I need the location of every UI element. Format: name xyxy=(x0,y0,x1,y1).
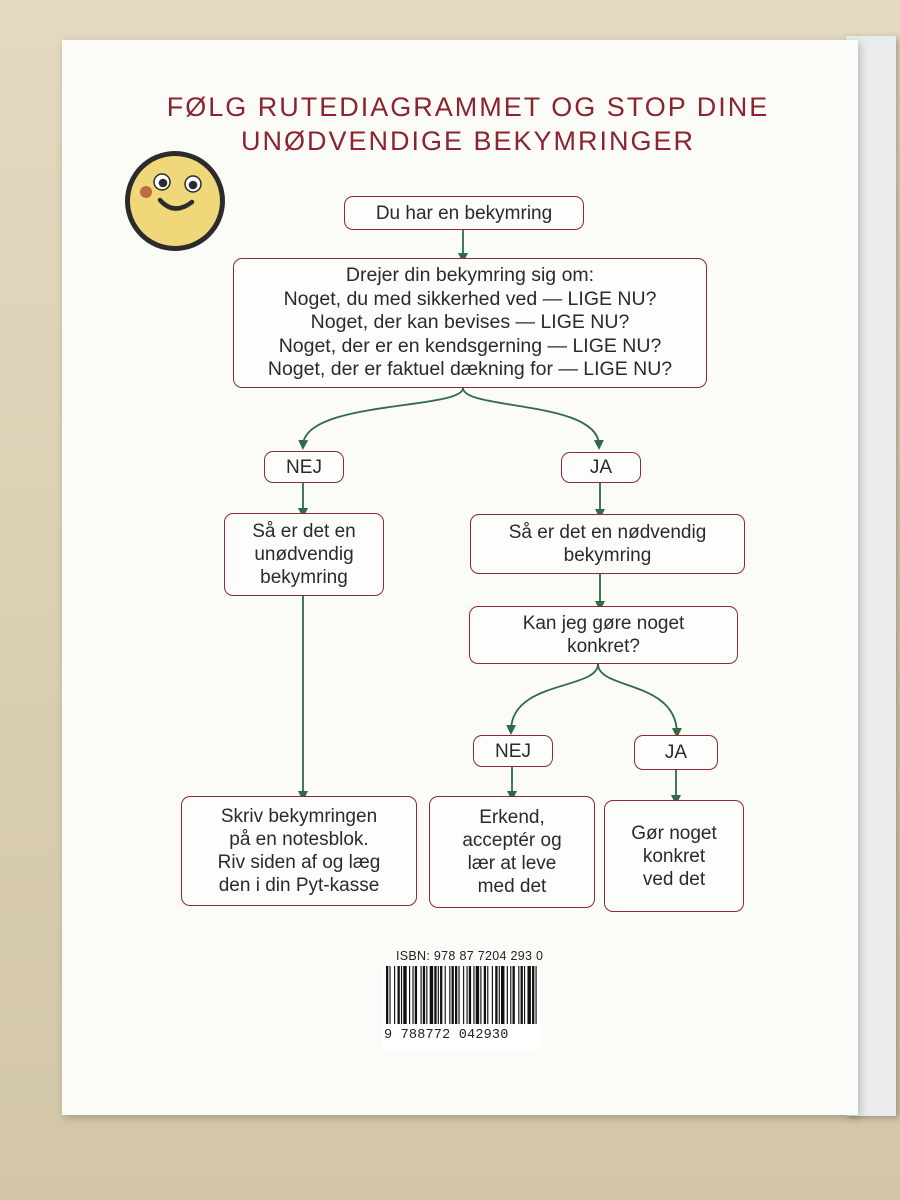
action-line: ved det xyxy=(642,868,706,890)
barcode-bar xyxy=(451,966,454,1024)
barcode-bar xyxy=(524,966,526,1024)
barcode-bar xyxy=(394,966,396,1024)
accept-it-box: Erkend, acceptér og lær at leve med det xyxy=(429,796,595,908)
barcode-bar xyxy=(440,966,443,1024)
barcode-bar xyxy=(409,966,411,1024)
ja-label-box: JA xyxy=(561,452,641,483)
sub-nej-label: NEJ xyxy=(495,740,531,762)
title-line-1: FØLG RUTEDIAGRAMMET OG STOP DINE xyxy=(166,92,770,122)
barcode-bar xyxy=(455,966,458,1024)
sub-nej-label-box: NEJ xyxy=(473,735,553,767)
barcode-bar xyxy=(429,966,434,1024)
ja-label: JA xyxy=(589,457,613,478)
do-something-box: Gør noget konkret ved det xyxy=(604,800,744,912)
start-box: Du har en bekymring xyxy=(344,196,584,230)
barcode-bar xyxy=(414,966,418,1024)
barcode-bar xyxy=(491,966,493,1024)
arrow-question-to-nej xyxy=(298,387,464,450)
barcode-bar xyxy=(498,966,500,1024)
barcode-bar xyxy=(400,966,403,1024)
barcode-bar xyxy=(480,966,482,1024)
nej-label-box: NEJ xyxy=(264,451,344,483)
barcode-icon xyxy=(382,964,540,1050)
action-line: Gør noget xyxy=(631,822,717,844)
barcode-bar xyxy=(444,966,446,1024)
unnecessary-worry-box: Så er det en unødvendig bekymring xyxy=(224,513,384,596)
barcode-bar xyxy=(495,966,498,1024)
title-line-2: UNØDVENDIGE BEKYMRINGER xyxy=(240,126,696,156)
arrow-question-to-ja xyxy=(462,387,604,450)
barcode-bar xyxy=(535,966,537,1024)
barcode-bar xyxy=(386,966,389,1024)
barcode-bar xyxy=(512,966,515,1024)
barcode-bar xyxy=(389,966,391,1024)
barcode-bar xyxy=(510,966,512,1024)
smiley-face-icon xyxy=(125,151,225,251)
write-it-down-box: Skriv bekymringen på en notesblok. Riv s… xyxy=(181,796,417,906)
result-line: bekymring xyxy=(563,545,652,566)
action-line: Erkend, xyxy=(479,807,545,828)
barcode-bar xyxy=(397,966,400,1024)
necessary-worry-box: Så er det en nødvendig bekymring xyxy=(470,514,745,574)
question-line: Noget, der kan bevises — LIGE NU? xyxy=(310,311,630,334)
question2-line: konkret? xyxy=(567,636,640,657)
sub-ja-label-box: JA xyxy=(634,735,718,770)
action-line: acceptér og xyxy=(462,830,562,851)
barcode-bar xyxy=(420,966,422,1024)
barcode-digits: 9 788772 042930 xyxy=(384,1028,509,1043)
barcode-bar xyxy=(463,966,465,1024)
result-line: unødvendig xyxy=(254,544,354,565)
barcode-bar xyxy=(449,966,451,1024)
action-line: med det xyxy=(477,876,547,897)
barcode-bar xyxy=(434,966,437,1024)
question-line: Noget, der er en kendsgerning — LIGE NU? xyxy=(278,334,662,357)
barcode-bar xyxy=(518,966,520,1024)
question-line: Noget, der er faktuel dækning for — LIGE… xyxy=(267,358,673,381)
barcode-bar xyxy=(466,966,468,1024)
action-line: Riv siden af og læg xyxy=(217,852,381,873)
barcode-bar xyxy=(501,966,505,1024)
barcode-bar xyxy=(422,966,426,1024)
question-line: Drejer din bekymring sig om: xyxy=(345,264,595,287)
action-line: lær at leve xyxy=(467,853,557,874)
barcode-bar xyxy=(403,966,407,1024)
barcode-bar xyxy=(468,966,472,1024)
action-line: konkret xyxy=(642,845,706,867)
barcode-bar xyxy=(520,966,523,1024)
barcode-bar xyxy=(426,966,428,1024)
action-line: Skriv bekymringen xyxy=(220,806,378,827)
barcode-bar xyxy=(487,966,489,1024)
result-line: bekymring xyxy=(260,567,348,588)
result-line: Så er det en nødvendig xyxy=(508,522,707,543)
barcode-bar xyxy=(458,966,460,1024)
question-line: Noget, du med sikkerhed ved — LIGE NU? xyxy=(283,287,657,310)
arrow-question2-to-nej xyxy=(506,663,599,735)
barcode-bar xyxy=(506,966,508,1024)
sub-ja-label: JA xyxy=(664,742,688,763)
question2-line: Kan jeg gøre noget xyxy=(522,613,685,634)
arrow-question2-to-ja xyxy=(597,663,682,738)
barcode-bar xyxy=(527,966,531,1024)
barcode-bar xyxy=(473,966,475,1024)
isbn-label: ISBN: 978 87 7204 293 0 xyxy=(396,949,544,963)
barcode-bars xyxy=(386,966,537,1024)
barcode-bar xyxy=(475,966,480,1024)
nej-label: NEJ xyxy=(286,456,322,478)
action-line: på en notesblok. xyxy=(229,829,369,850)
barcode-bar xyxy=(532,966,535,1024)
action-line: den i din Pyt-kasse xyxy=(218,875,380,896)
barcode-bar xyxy=(437,966,439,1024)
result-line: Så er det en xyxy=(252,521,356,542)
barcode-bar xyxy=(483,966,487,1024)
can-i-do-something-box: Kan jeg gøre noget konkret? xyxy=(469,606,738,664)
question-box: Drejer din bekymring sig om: Noget, du m… xyxy=(233,258,707,388)
start-text: Du har en bekymring xyxy=(375,202,553,224)
barcode-bar xyxy=(412,966,414,1024)
